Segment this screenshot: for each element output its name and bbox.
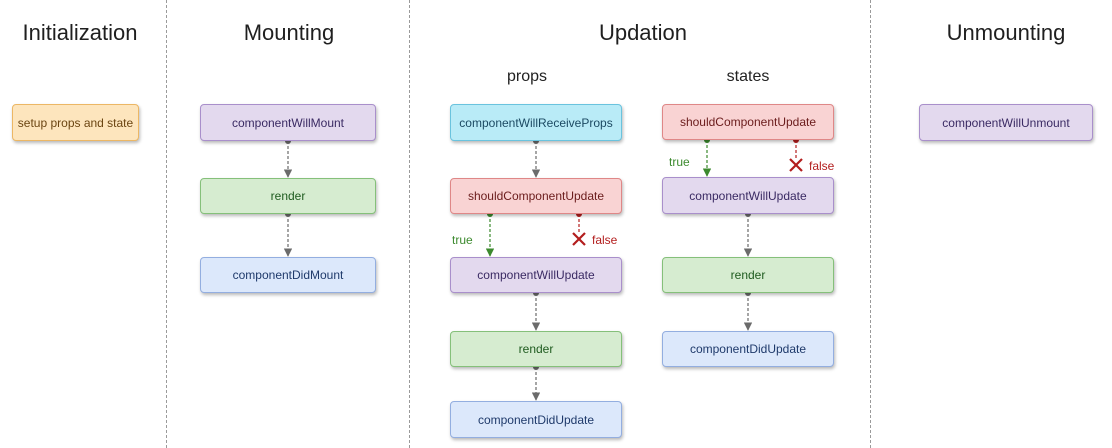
props-component-will-update-box: componentWillUpdate (450, 257, 622, 293)
states-true-label: true (669, 155, 690, 169)
connector-props-true-to-will-update (485, 211, 495, 257)
states-component-did-update-box: componentDidUpdate (662, 331, 834, 367)
connector-states-render-to-did-update (743, 290, 753, 331)
component-will-receive-props-box: componentWillReceiveProps (450, 104, 622, 141)
component-will-unmount-box: componentWillUnmount (919, 104, 1093, 141)
connector-receive-props-to-should-update (531, 138, 541, 178)
connector-props-will-update-to-render (531, 290, 541, 331)
states-render-box: render (662, 257, 834, 293)
phase-title-initialization: Initialization (22, 20, 138, 45)
component-did-mount-box: componentDidMount (200, 257, 376, 293)
subtitle-states: states (726, 68, 770, 85)
states-should-component-update-box: shouldComponentUpdate (662, 104, 834, 140)
props-true-label: true (452, 233, 473, 247)
setup-props-and-state-box: setup props and state (12, 104, 139, 141)
connector-states-true-to-will-update (702, 137, 712, 177)
props-component-did-update-box: componentDidUpdate (450, 401, 622, 438)
connector-render-to-did-mount (283, 211, 293, 257)
connector-states-will-update-to-render (743, 211, 753, 257)
phase-title-unmounting: Unmounting (946, 20, 1066, 45)
divider-initialization-mounting (166, 0, 167, 448)
props-should-component-update-box: shouldComponentUpdate (450, 178, 622, 214)
divider-mounting-updation (409, 0, 410, 448)
divider-updation-unmounting (870, 0, 871, 448)
connector-props-false (572, 211, 586, 246)
component-will-mount-box: componentWillMount (200, 104, 376, 141)
connector-states-false (789, 137, 803, 172)
subtitle-props: props (506, 68, 548, 85)
states-false-label: false (809, 159, 835, 173)
props-render-box: render (450, 331, 622, 367)
connector-will-mount-to-render (283, 138, 293, 178)
states-component-will-update-box: componentWillUpdate (662, 177, 834, 214)
mounting-render-box: render (200, 178, 376, 214)
props-false-label: false (592, 233, 618, 247)
phase-title-updation: Updation (598, 20, 688, 45)
phase-title-mounting: Mounting (243, 20, 335, 45)
connector-props-render-to-did-update (531, 364, 541, 401)
